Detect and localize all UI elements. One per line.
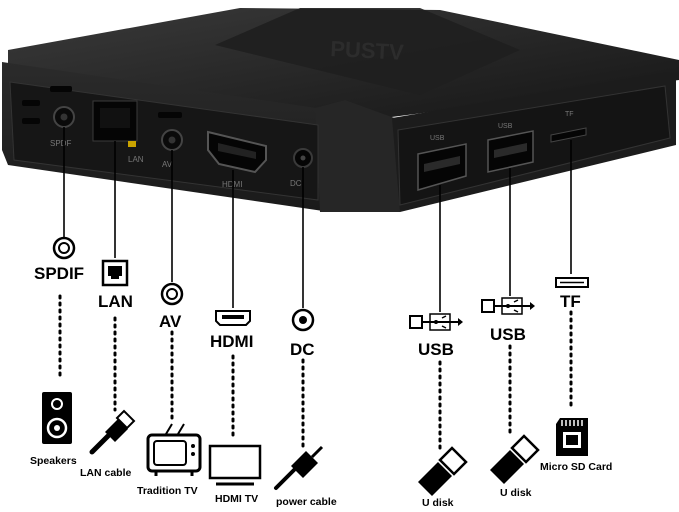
usb-port-2 xyxy=(487,130,534,173)
tf-slot-label: TF xyxy=(565,111,574,118)
brand-logo: PUSTV xyxy=(330,36,405,65)
vent-slots xyxy=(22,86,72,124)
av-icon xyxy=(160,282,184,306)
usb-port-1-label: USB xyxy=(430,135,445,142)
lan-cable-label: LAN cable xyxy=(80,467,132,479)
tv-box-corner xyxy=(315,100,400,212)
lan-port xyxy=(92,100,138,147)
usb-label: USB xyxy=(490,325,526,344)
power-cable-label: power cable xyxy=(276,496,337,508)
hdmi-icon xyxy=(215,310,251,326)
lan-icon xyxy=(101,259,129,287)
usb-drive-icon xyxy=(490,434,540,484)
speakers-label: Speakers xyxy=(30,455,77,467)
usb-label: USB xyxy=(418,340,454,359)
usb-icon xyxy=(481,297,535,315)
speaker-icon xyxy=(42,392,72,444)
spdif-port xyxy=(53,106,75,128)
sd-card-icon xyxy=(556,418,588,456)
hdmi-port xyxy=(207,130,267,174)
tf-slot xyxy=(550,127,587,143)
tv-box-top-panel xyxy=(215,8,520,95)
dc-label: DC xyxy=(290,340,315,359)
u-disk-label: U disk xyxy=(500,487,532,499)
u-disk-label: U disk xyxy=(422,497,454,509)
leader-lines xyxy=(63,127,572,312)
hdmi-tv-label: HDMI TV xyxy=(215,493,259,505)
tradition-tv-label: Tradition TV xyxy=(137,485,198,497)
lan-label: LAN xyxy=(98,292,133,311)
power-plug-icon xyxy=(274,445,324,490)
av-label: AV xyxy=(159,312,182,331)
dc-icon xyxy=(291,308,315,332)
av-port-label: AV xyxy=(162,160,173,169)
lan-port-label: LAN xyxy=(128,155,144,164)
hdmi-label: HDMI xyxy=(210,332,254,351)
usb-icon xyxy=(409,313,463,331)
lan-cable-icon xyxy=(89,409,136,455)
usb-drive-icon xyxy=(418,446,468,496)
dc-port-label: DC xyxy=(290,179,302,188)
monitor-icon xyxy=(208,444,262,486)
av-port xyxy=(158,112,183,151)
usb-port-1 xyxy=(417,143,467,191)
tf-label: TF xyxy=(560,292,581,311)
spdif-icon xyxy=(52,236,76,260)
tf-icon xyxy=(555,277,589,288)
usb-port-2-label: USB xyxy=(498,123,513,130)
spdif-label: SPDIF xyxy=(34,264,85,283)
dotted-lines xyxy=(58,294,573,452)
micro-sd-card-label: Micro SD Card xyxy=(540,461,613,473)
spdif-port-label: SPDF xyxy=(50,139,71,148)
dc-port xyxy=(293,148,313,168)
tv-icon xyxy=(146,423,202,476)
